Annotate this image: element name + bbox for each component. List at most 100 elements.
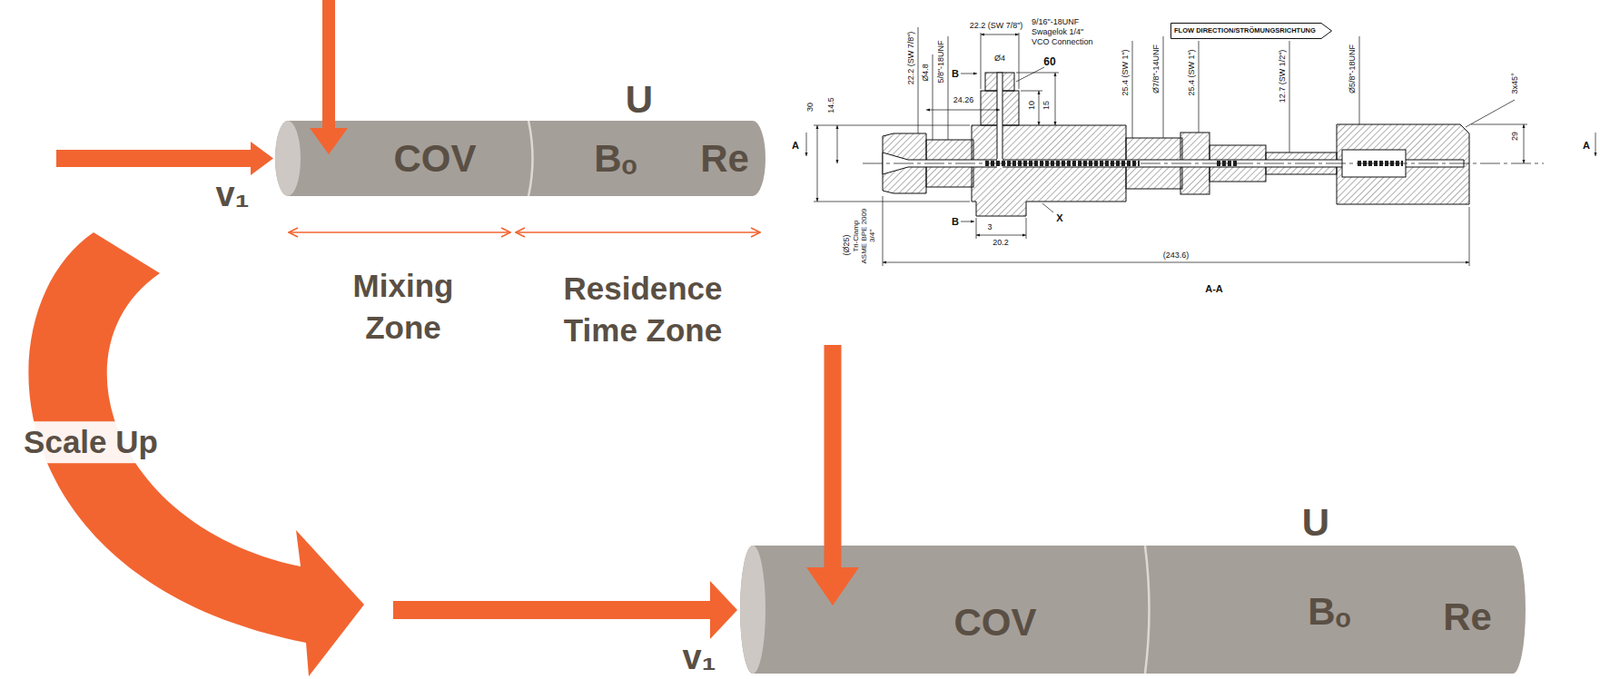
dimension-lines [1359, 36, 1361, 125]
dimension-label: Ø4.8 [921, 63, 930, 82]
dimension-label: 14.5 [827, 97, 836, 114]
dimension-label: 25.4 (SW 1") [1121, 49, 1130, 96]
dimension-lines [1465, 99, 1515, 128]
dimension-label: Ø7/8"-14UNF [1152, 44, 1161, 94]
dimension-lines [960, 221, 975, 223]
cylinder-body [740, 545, 1143, 674]
zone-label: Residence Time Zone [533, 267, 752, 351]
dimension-label: 22.2 (SW 7/8") [907, 31, 916, 86]
zone-bracket [515, 231, 761, 234]
detail-mark: X [1056, 213, 1063, 224]
dimension-label: 12.7 (SW 1/2") [1278, 49, 1287, 104]
dimension-lines [980, 34, 1019, 36]
cylinder-end [740, 545, 766, 674]
zone-label: Mixing Zone [321, 265, 485, 348]
node-text: Bₒ [593, 139, 638, 178]
dimension-label: 3x45° [1511, 72, 1520, 94]
dimension-lines [1198, 40, 1200, 133]
dimension-lines [960, 73, 978, 75]
cylinder-mixing-zone: COV [740, 545, 1143, 674]
dimension-label: 15 [1042, 100, 1051, 110]
section-mark: A [1582, 140, 1591, 151]
dimension-label: Ø5/8"-18UNF [1348, 44, 1357, 94]
inlet-velocity: v₁ [216, 177, 250, 212]
cylinder-residence-zone: UBₒRe [1142, 545, 1526, 674]
dimension-lines [918, 27, 919, 134]
dimension-lines [976, 217, 978, 239]
scale-up-label: Scale Up [19, 421, 162, 464]
dimension-lines [1020, 90, 1043, 92]
inlet-arrow [56, 141, 274, 176]
zone-bracket [288, 231, 511, 234]
dimension-lines [882, 196, 884, 267]
dimension-label: 30 [806, 102, 815, 112]
connection-note: 9/16"-18UNF [1031, 18, 1079, 27]
node-text: COV [953, 603, 1037, 642]
dimension-lines [926, 109, 1000, 111]
connection-note: Tri-Clamp [852, 220, 860, 253]
dimension-lines [1132, 40, 1134, 139]
dimension-label: 25.4 (SW 1") [1187, 49, 1196, 96]
dimension-lines [1163, 36, 1165, 139]
node-text: Re [700, 139, 750, 178]
section-mark: B [951, 69, 959, 80]
dimension-lines [1469, 207, 1471, 267]
section-drawing [862, 72, 1544, 217]
dimension-lines [1026, 217, 1028, 239]
flow-direction-box: FLOW DIRECTION/STRÖMUNGSRICHTUNG [1170, 22, 1333, 40]
dimension-lines [1595, 132, 1597, 157]
connection-note: 3/4" [869, 229, 877, 243]
dimension-label: (Ø25) [842, 234, 851, 256]
cylinder-mixing-zone: COV [275, 120, 526, 197]
inlet-arrow [806, 345, 860, 606]
dimension-label: 10 [1027, 100, 1037, 110]
cylinder-residence-zone: UBₒRe [525, 120, 766, 197]
section-mark: A [791, 140, 800, 151]
dimension-lines [976, 235, 1027, 237]
node-text: COV [393, 139, 476, 178]
inlet-velocity: v₁ [682, 640, 717, 675]
cylinder-body [525, 120, 766, 197]
node-text: Bₒ [1307, 592, 1352, 632]
connection-note: Swagelok 1/4" [1031, 28, 1084, 37]
dimension-lines [1016, 72, 1059, 74]
dimension-label: 29 [1511, 131, 1520, 141]
dimension-lines [1471, 124, 1528, 126]
inlet-arrow [309, 0, 348, 155]
dimension-label: 20.2 [992, 238, 1009, 247]
connection-note: ASME BPE 2009 [860, 208, 869, 265]
dimension-lines [813, 201, 970, 203]
inlet-arrows [56, 0, 348, 176]
dimension-lines [806, 27, 1596, 267]
dimension-lines [1042, 203, 1054, 213]
dimension-label: 3 [987, 223, 992, 232]
node-heading: U [1302, 503, 1330, 543]
dimension-label: 22.2 (SW 7/8") [969, 21, 1024, 30]
section-title: A-A [1204, 284, 1224, 295]
dimension-lines [1289, 40, 1291, 153]
dimension-lines [817, 125, 819, 202]
section-drawing [997, 72, 1003, 160]
segment-joint [528, 120, 534, 197]
section-drawing [971, 125, 1126, 217]
dimension-lines [1055, 72, 1057, 126]
dimension-label: Ø4 [994, 54, 1006, 63]
dimension-lines [948, 36, 949, 140]
flow-arrow-outline [1171, 23, 1333, 40]
section-drawing [862, 163, 1544, 165]
dimension-lines [980, 32, 982, 89]
dimension-lines [806, 132, 808, 157]
dimension-label: 5/8"-18UNF [937, 39, 946, 83]
dimension-label: (243.6) [1163, 251, 1190, 260]
dimension-lines [1038, 90, 1040, 126]
cylinder-end [275, 120, 301, 197]
zone-bracket [288, 231, 761, 234]
callout-number: 60 [1043, 56, 1056, 68]
inlet-arrows [393, 345, 860, 640]
node-heading: U [625, 80, 653, 119]
segment-joint [1145, 545, 1150, 674]
cylinder-body [1142, 545, 1526, 674]
dimension-lines [837, 125, 839, 164]
node-text: FLOW DIRECTION/STRÖMUNGSRICHTUNG [1174, 27, 1316, 35]
dimension-lines [1523, 124, 1525, 164]
